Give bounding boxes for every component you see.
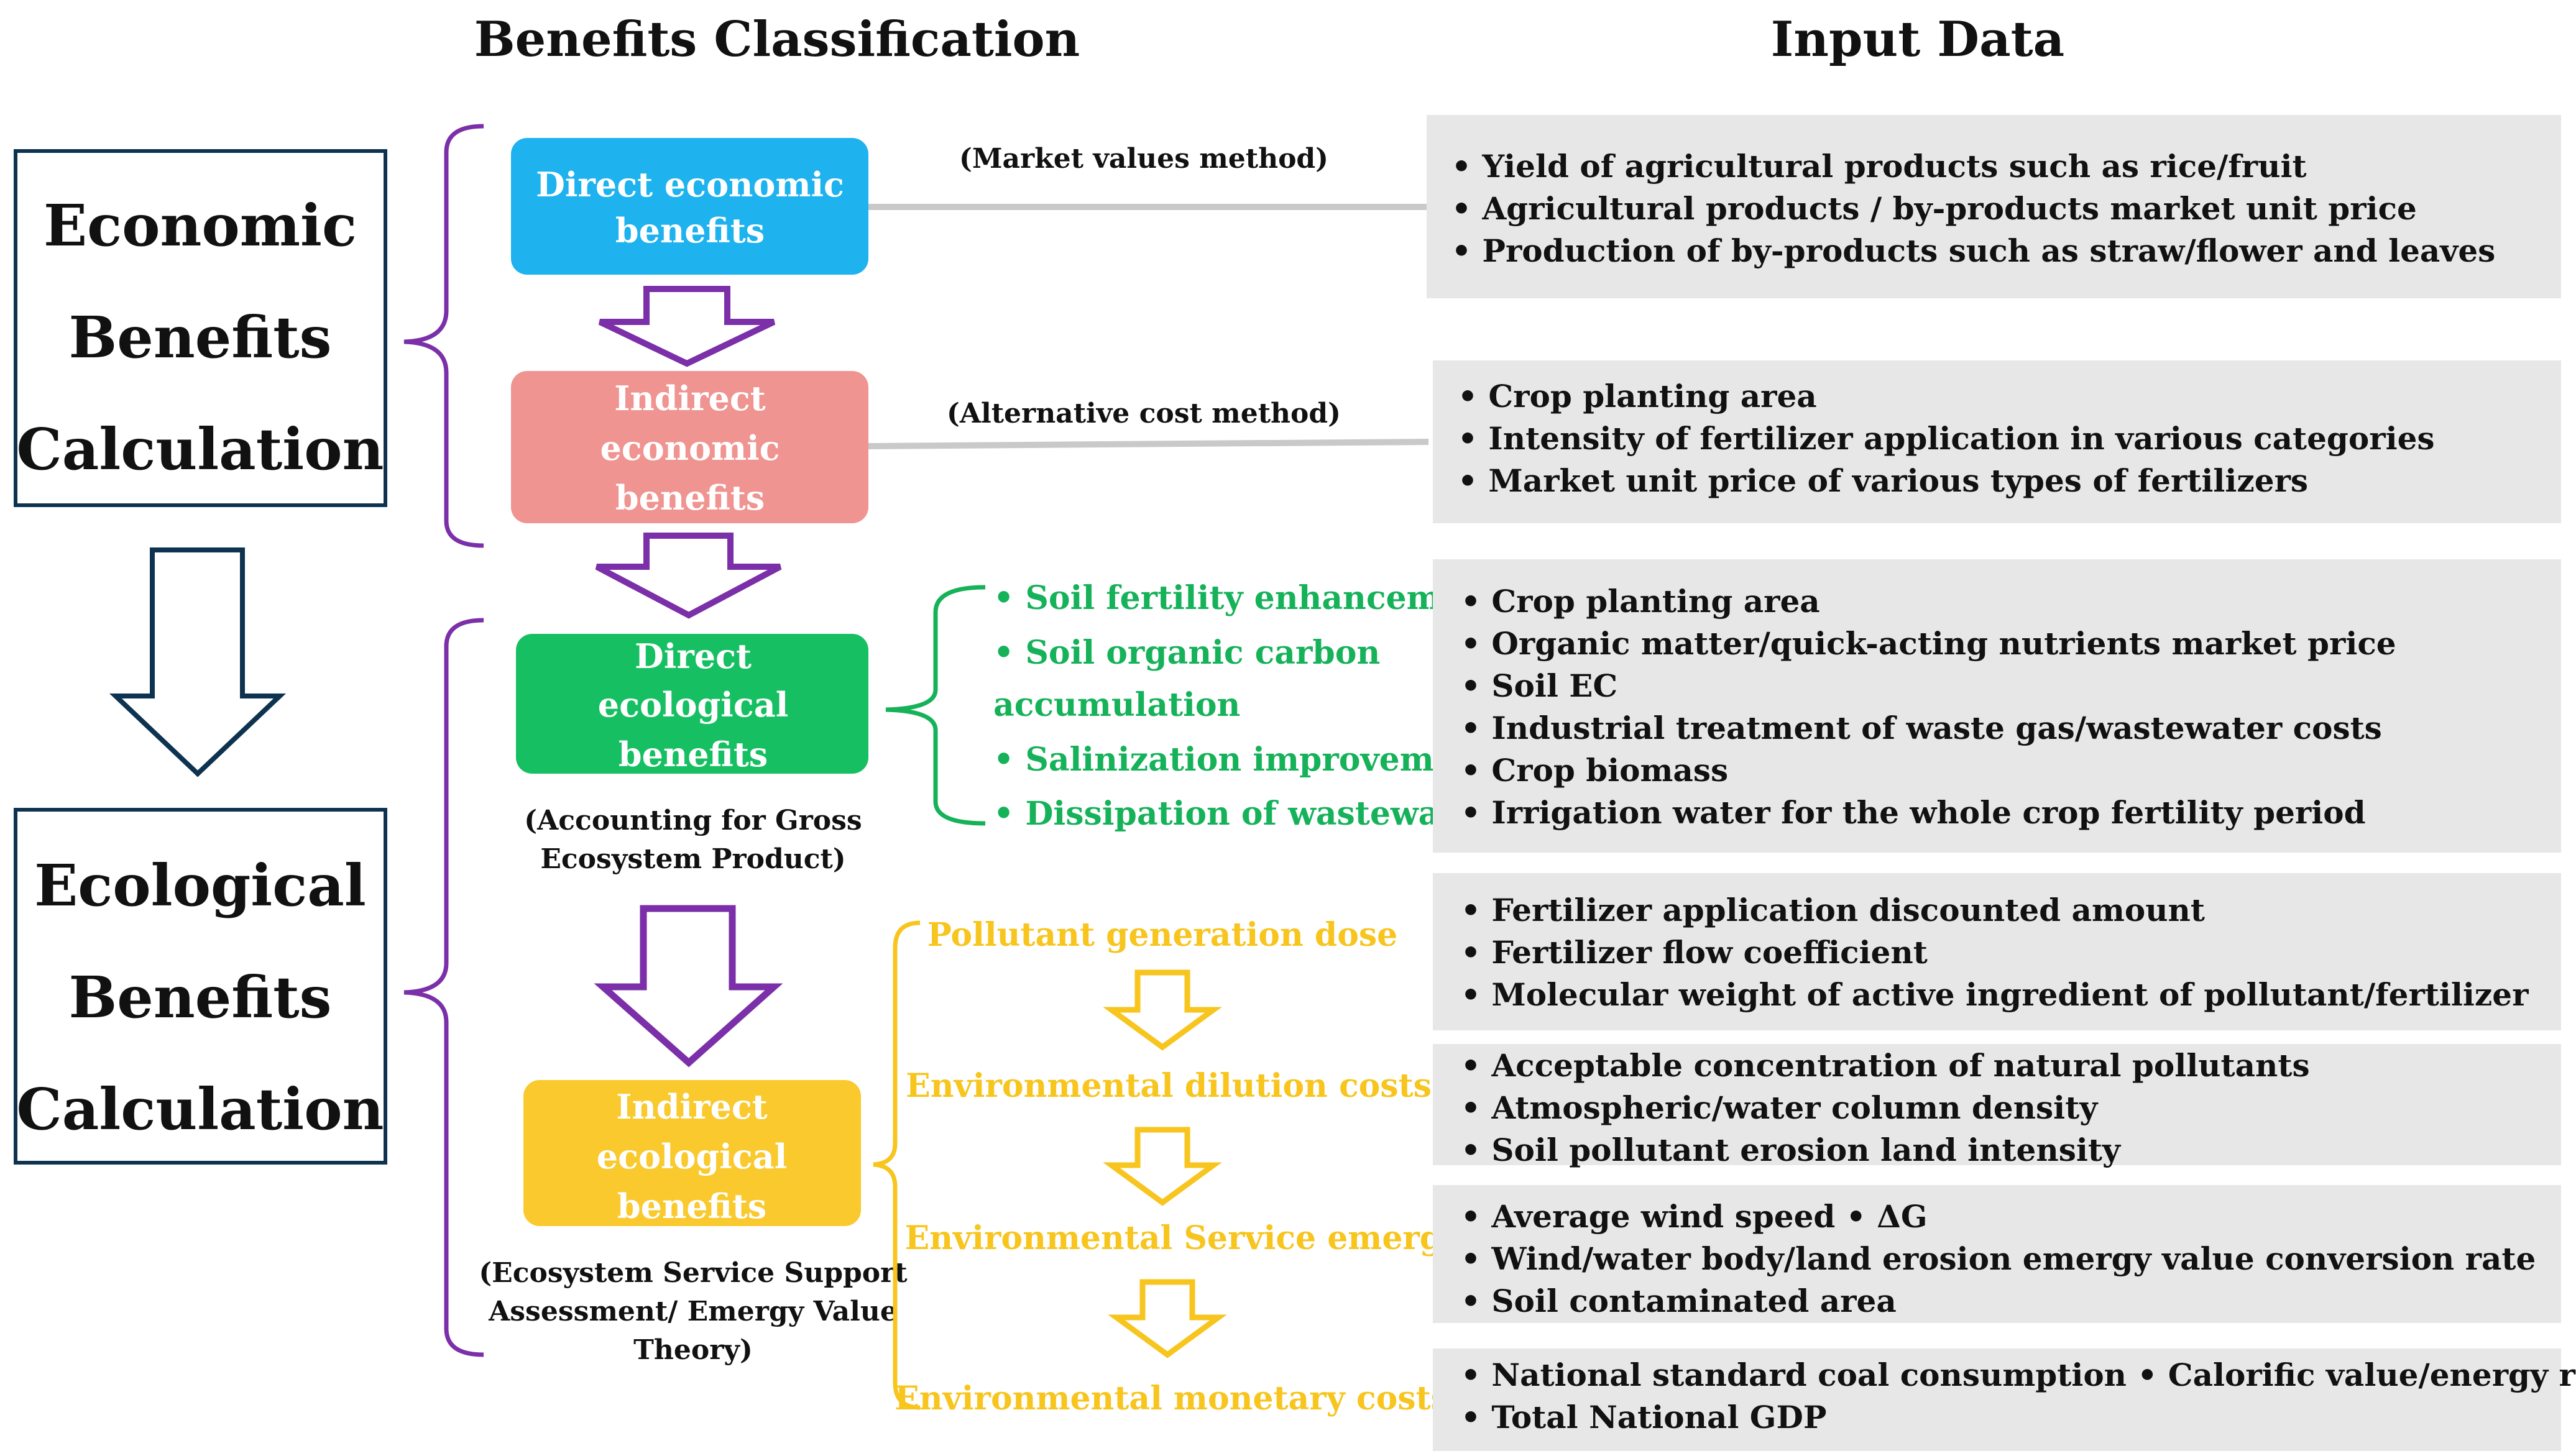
ecological-brace (403, 618, 484, 1357)
benefits-classification-header: Benefits Classification (474, 11, 1080, 68)
ecological-calc-line-1: Ecological (34, 852, 366, 919)
direct-ecological-benefits-box (516, 634, 868, 774)
ecological-calc-line-2: Benefits (69, 964, 332, 1031)
input-panel-bg-1 (1427, 115, 2561, 298)
indirect-economic-benefits-box (511, 371, 868, 523)
input-item: • Fertilizer application discounted amou… (1461, 892, 2205, 928)
input-item: • Market unit price of various types of … (1458, 462, 2308, 499)
flow-arrow-1 (598, 286, 776, 367)
input-item: • Soil contaminated area (1461, 1283, 1897, 1319)
direct-economic-line-1: Direct economic (536, 165, 844, 204)
step-arrow-3 (1108, 1279, 1227, 1358)
soil-organic-carbon-item: • Soil organic carbon (993, 634, 1380, 672)
direct-economic-benefits-box (511, 138, 868, 275)
environmental-service-emergy-step: Environmental Service emergy (905, 1219, 1463, 1257)
indirect-ecological-line-1: Indirect (616, 1087, 767, 1127)
gep-method-line-1: (Accounting for Gross (524, 805, 862, 836)
input-item: • Crop planting area (1458, 378, 1817, 414)
input-item: • Crop planting area (1461, 583, 1820, 620)
input-panel-bg-6 (1433, 1185, 2561, 1323)
economic-calc-line-2: Benefits (69, 304, 332, 371)
input-item: • Agricultural products / by-products ma… (1451, 190, 2417, 227)
input-item: • Production of by-products such as stra… (1451, 232, 2495, 269)
input-item: • Atmospheric/water column density (1461, 1089, 2099, 1126)
emergy-method-line-1: (Ecosystem Service Support (479, 1257, 908, 1289)
pollutant-generation-step: Pollutant generation dose (927, 916, 1398, 954)
direct-ecological-line-3: benefits (619, 735, 768, 774)
input-panel-environmental-monetary: • National standard coal consumption • C… (1433, 1348, 2576, 1451)
soil-organic-carbon-item-cont: accumulation (993, 686, 1240, 724)
input-item: • Industrial treatment of waste gas/wast… (1461, 710, 2382, 746)
input-item: • Yield of agricultural products such as… (1451, 148, 2307, 185)
step-arrow-2 (1103, 1127, 1222, 1206)
flow-arrow-2 (595, 533, 782, 619)
alternative-cost-method-label: (Alternative cost method) (947, 398, 1341, 429)
input-panel-environmental-dilution: • Acceptable concentration of natural po… (1433, 1044, 2561, 1168)
direct-ecological-line-2: ecological (598, 685, 788, 725)
indirect-ecological-line-3: benefits (617, 1186, 766, 1226)
economic-calculation-box (14, 149, 387, 507)
input-panel-bg-4 (1433, 873, 2561, 1030)
direct-economic-line-2: benefits (615, 211, 765, 250)
input-item: • Crop biomass (1461, 752, 1728, 789)
environmental-monetary-step: Environmental monetary costs (895, 1380, 1449, 1417)
input-data-header: Input Data (1771, 11, 2064, 68)
input-panel-bg-5 (1433, 1044, 2561, 1165)
flow-arrow-3 (594, 905, 783, 1068)
input-item: • Intensity of fertilizer application in… (1458, 420, 2435, 457)
input-panel-direct-ecological: • Crop planting area • Organic matter/qu… (1433, 559, 2561, 853)
wastewater-item: • Dissipation of wastewater (993, 795, 1492, 833)
emergy-method-line-2: Assessment/ Emergy Value (488, 1296, 898, 1327)
environmental-dilution-step: Environmental dilution costs (906, 1067, 1432, 1105)
indirect-ecological-brace (873, 920, 921, 1410)
indirect-ecological-line-2: ecological (597, 1137, 787, 1176)
economic-calc-line-1: Economic (44, 192, 357, 259)
emergy-method-line-3: Theory) (633, 1334, 753, 1366)
economic-brace (403, 124, 484, 548)
input-item: • Irrigation water for the whole crop fe… (1461, 794, 2366, 831)
indirect-economic-line-1: Indirect (614, 378, 765, 418)
input-panel-bg-3 (1433, 559, 2561, 853)
calculation-flow-arrow (109, 547, 287, 777)
indirect-ecological-benefits-box (523, 1080, 861, 1226)
step-arrow-1 (1103, 969, 1222, 1051)
economic-calc-line-3: Calculation (17, 416, 384, 483)
input-item: • Soil pollutant erosion land intensity (1461, 1132, 2122, 1168)
input-panel-bg-7 (1433, 1348, 2561, 1451)
market-values-method-label: (Market values method) (959, 143, 1328, 175)
ecological-calculation-box (14, 808, 387, 1165)
input-item: • Fertilizer flow coefficient (1461, 934, 1928, 971)
input-panel-bg-2 (1433, 360, 2561, 523)
ecological-calc-line-3: Calculation (17, 1076, 384, 1143)
input-item: • National standard coal consumption • C… (1461, 1357, 2576, 1393)
direct-ecological-line-1: Direct (635, 636, 752, 676)
input-panel-environmental-emergy: • Average wind speed • ΔG • Wind/water b… (1433, 1185, 2561, 1323)
input-panel-pollutant-generation: • Fertilizer application discounted amou… (1433, 873, 2561, 1030)
salinization-item: • Salinization improvement (993, 741, 1493, 779)
gep-method-line-2: Ecosystem Product) (540, 843, 845, 875)
soil-fertility-item: • Soil fertility enhancement (993, 579, 1500, 617)
input-panel-direct-economic: • Yield of agricultural products such as… (1427, 115, 2561, 298)
input-item: • Average wind speed • ΔG (1461, 1198, 1928, 1235)
input-item: • Organic matter/quick-acting nutrients … (1461, 625, 2396, 662)
direct-ecological-brace (885, 585, 986, 826)
indirect-economic-line-3: benefits (615, 478, 765, 518)
input-item: • Acceptable concentration of natural po… (1461, 1047, 2310, 1084)
indirect-economic-line-2: economic (600, 428, 780, 468)
connector-line-alternative (868, 439, 1429, 449)
input-panel-indirect-economic: • Crop planting area • Intensity of fert… (1433, 360, 2561, 523)
input-item: • Molecular weight of active ingredient … (1461, 976, 2529, 1013)
input-item: • Soil EC (1461, 667, 1617, 704)
input-item: • Total National GDP (1461, 1399, 1826, 1435)
input-item: • Wind/water body/land erosion emergy va… (1461, 1240, 2536, 1277)
